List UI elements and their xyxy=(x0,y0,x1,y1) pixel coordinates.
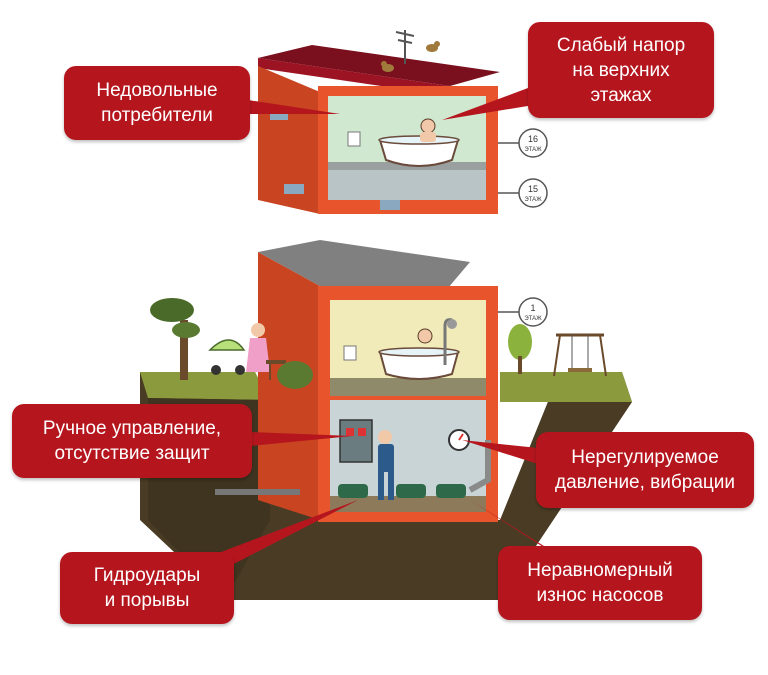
tree-icon xyxy=(508,324,532,374)
callout-uneven-wear: Неравномерный износ насосов xyxy=(498,546,702,620)
pointer-unregulated-pressure xyxy=(462,440,538,464)
upper-roof xyxy=(258,45,500,86)
callout-unregulated-pressure: Нерегулируемое давление, вибрации xyxy=(536,432,754,508)
callout-line: Ручное управление, xyxy=(42,418,222,439)
callout-line: отсутствие защит xyxy=(54,443,210,464)
bird-icon xyxy=(381,61,394,72)
tree-icon xyxy=(150,298,200,380)
shower-icon xyxy=(443,318,457,365)
pointer-weak-pressure xyxy=(442,88,540,120)
floor-tag-15: 15 ЭТАЖ xyxy=(498,178,548,208)
callout-water-hammer: Гидроудары и порывы xyxy=(60,552,234,624)
grass-left xyxy=(140,372,270,400)
callout-manual-control: Ручное управление, отсутствие защит xyxy=(12,404,252,478)
floor-tag-label: ЭТАЖ xyxy=(524,316,542,322)
swing-icon xyxy=(553,333,607,377)
pointer-manual-control xyxy=(250,432,352,446)
pointer-unhappy-consumers xyxy=(248,100,340,114)
upper-side-wall xyxy=(258,66,320,214)
antenna-icon xyxy=(395,30,415,64)
callout-line: потребители xyxy=(101,105,213,126)
callout-line: давление, вибрации xyxy=(554,472,736,493)
callout-line: этажах xyxy=(590,84,652,106)
callout-weak-pressure: Слабый напор на верхних этажах xyxy=(528,22,714,118)
callout-line: износ насосов xyxy=(536,585,664,606)
callout-unhappy-consumers: Недовольные потребители xyxy=(64,66,250,140)
control-panel-icon xyxy=(339,419,373,463)
pump-icon xyxy=(396,484,426,498)
floor-tag-number: 15 xyxy=(528,184,538,194)
pump-icon xyxy=(436,484,466,498)
bathtub-icon xyxy=(378,118,460,167)
callout-line: Неравномерный xyxy=(527,560,673,581)
bush-icon xyxy=(277,361,313,389)
pressure-gauge-icon xyxy=(448,429,470,451)
floor-tag-16: 16 ЭТАЖ xyxy=(498,128,548,158)
stroller-icon xyxy=(208,339,246,375)
pump-icon xyxy=(338,484,368,498)
floor-tag-label: ЭТАЖ xyxy=(524,147,542,153)
lower-roof xyxy=(258,240,470,288)
callout-line: Гидроудары xyxy=(93,565,201,586)
callout-line: Нерегулируемое xyxy=(571,447,719,468)
callout-line: Слабый напор xyxy=(556,34,686,56)
grass-right xyxy=(500,372,632,402)
callout-line: на верхних xyxy=(572,59,670,81)
woman-figure xyxy=(246,323,270,372)
bathtub-icon xyxy=(378,328,460,380)
callout-line: и порывы xyxy=(104,590,190,611)
bird-icon xyxy=(426,41,440,52)
floor-tag-1: 1 ЭТАЖ xyxy=(498,297,548,327)
floor-tag-number: 1 xyxy=(530,303,535,313)
floor-tag-label: ЭТАЖ xyxy=(524,197,542,203)
room-15-floor xyxy=(328,170,486,200)
callout-line: Недовольные xyxy=(96,80,218,101)
bench-icon xyxy=(266,360,286,380)
worker-figure xyxy=(378,430,394,500)
upper-building xyxy=(258,30,500,214)
pointer-water-hammer xyxy=(200,500,358,572)
floor-tag-number: 16 xyxy=(528,134,538,144)
